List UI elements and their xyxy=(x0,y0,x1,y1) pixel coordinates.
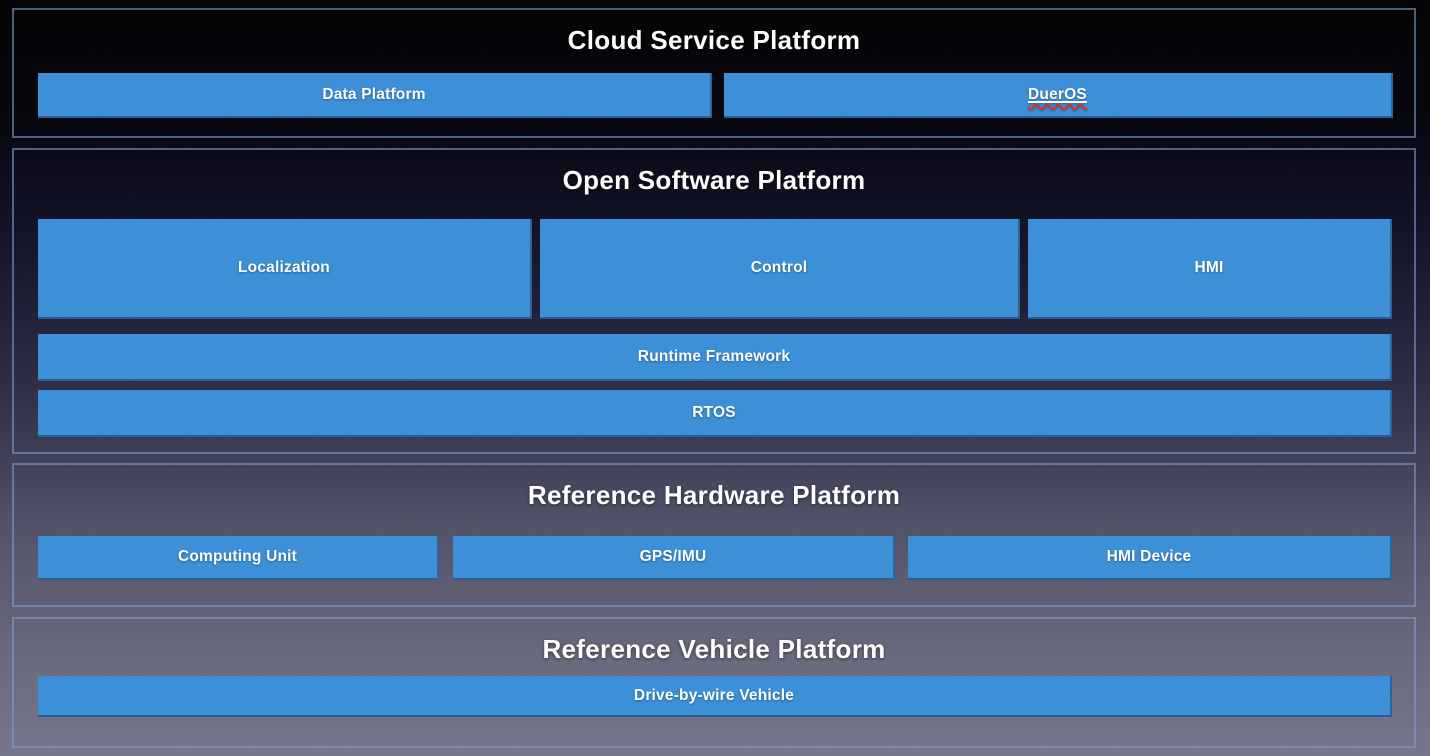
section-reference-hardware-platform: Reference Hardware Platform Computing Un… xyxy=(12,463,1416,607)
section-open-software-platform: Open Software Platform Localization Cont… xyxy=(12,148,1416,454)
section-title: Reference Vehicle Platform xyxy=(542,634,886,664)
box-label: GPS/IMU xyxy=(639,548,707,565)
box-gps-imu: GPS/IMU xyxy=(453,536,895,580)
box-hmi-device: HMI Device xyxy=(908,536,1392,580)
section-title: Cloud Service Platform xyxy=(567,25,861,55)
box-label: HMI Device xyxy=(1106,548,1192,565)
box-label: DuerOS xyxy=(1028,85,1087,103)
box-label: RTOS xyxy=(692,403,736,421)
section-title: Reference Hardware Platform xyxy=(527,480,901,510)
box-label: Drive-by-wire Vehicle xyxy=(633,686,795,704)
box-drive-by-wire-vehicle: Drive-by-wire Vehicle xyxy=(38,676,1392,717)
section-reference-vehicle-platform: Reference Vehicle Platform Drive-by-wire… xyxy=(12,617,1416,748)
box-runtime-framework: Runtime Framework xyxy=(38,334,1392,381)
section-cloud-service-platform: Cloud Service Platform Data Platform Due… xyxy=(12,8,1416,138)
box-dueros: DuerOS xyxy=(724,73,1393,118)
box-label: Runtime Framework xyxy=(637,347,791,365)
box-rtos: RTOS xyxy=(38,390,1392,437)
box-control: Control xyxy=(540,219,1020,319)
box-label: Localization xyxy=(238,259,330,276)
section-title: Open Software Platform xyxy=(562,165,866,195)
box-localization: Localization xyxy=(38,219,532,319)
spellcheck-underline: DuerOS xyxy=(1028,86,1087,104)
box-label: HMI xyxy=(1194,259,1224,276)
box-label: Computing Unit xyxy=(177,548,298,565)
box-hmi: HMI xyxy=(1028,219,1392,319)
box-data-platform: Data Platform xyxy=(38,73,712,118)
box-label: Data Platform xyxy=(322,85,426,103)
box-label: Control xyxy=(750,259,808,276)
box-computing-unit: Computing Unit xyxy=(38,536,439,580)
